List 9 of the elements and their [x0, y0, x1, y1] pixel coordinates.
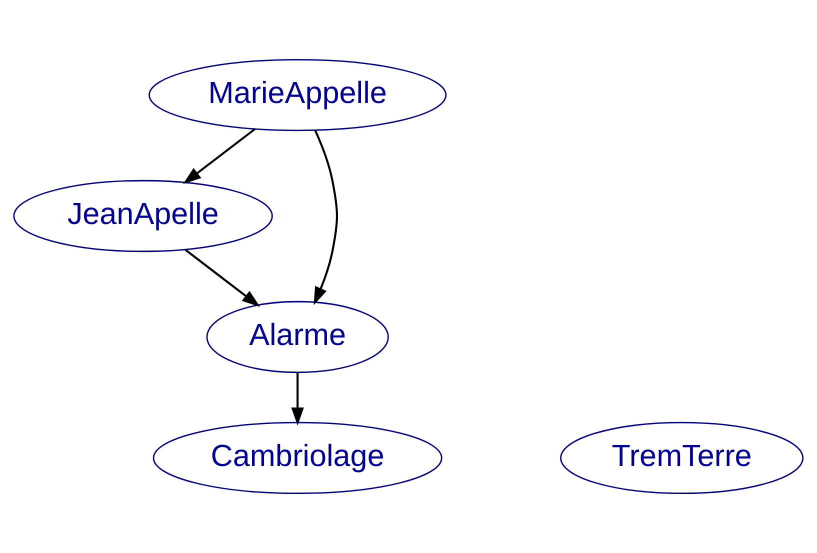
- node-ellipse: TremTerre: [560, 422, 804, 494]
- node-ellipse: Alarme: [206, 300, 389, 374]
- node-ellipse: Cambriolage: [152, 422, 442, 494]
- arrow: [184, 248, 260, 307]
- arrow: [183, 128, 256, 184]
- arrow: [314, 130, 338, 306]
- node-ellipse: MarieAppelle: [148, 58, 447, 132]
- node-ellipse: JeanApelle: [13, 180, 273, 252]
- arrow: [291, 372, 304, 426]
